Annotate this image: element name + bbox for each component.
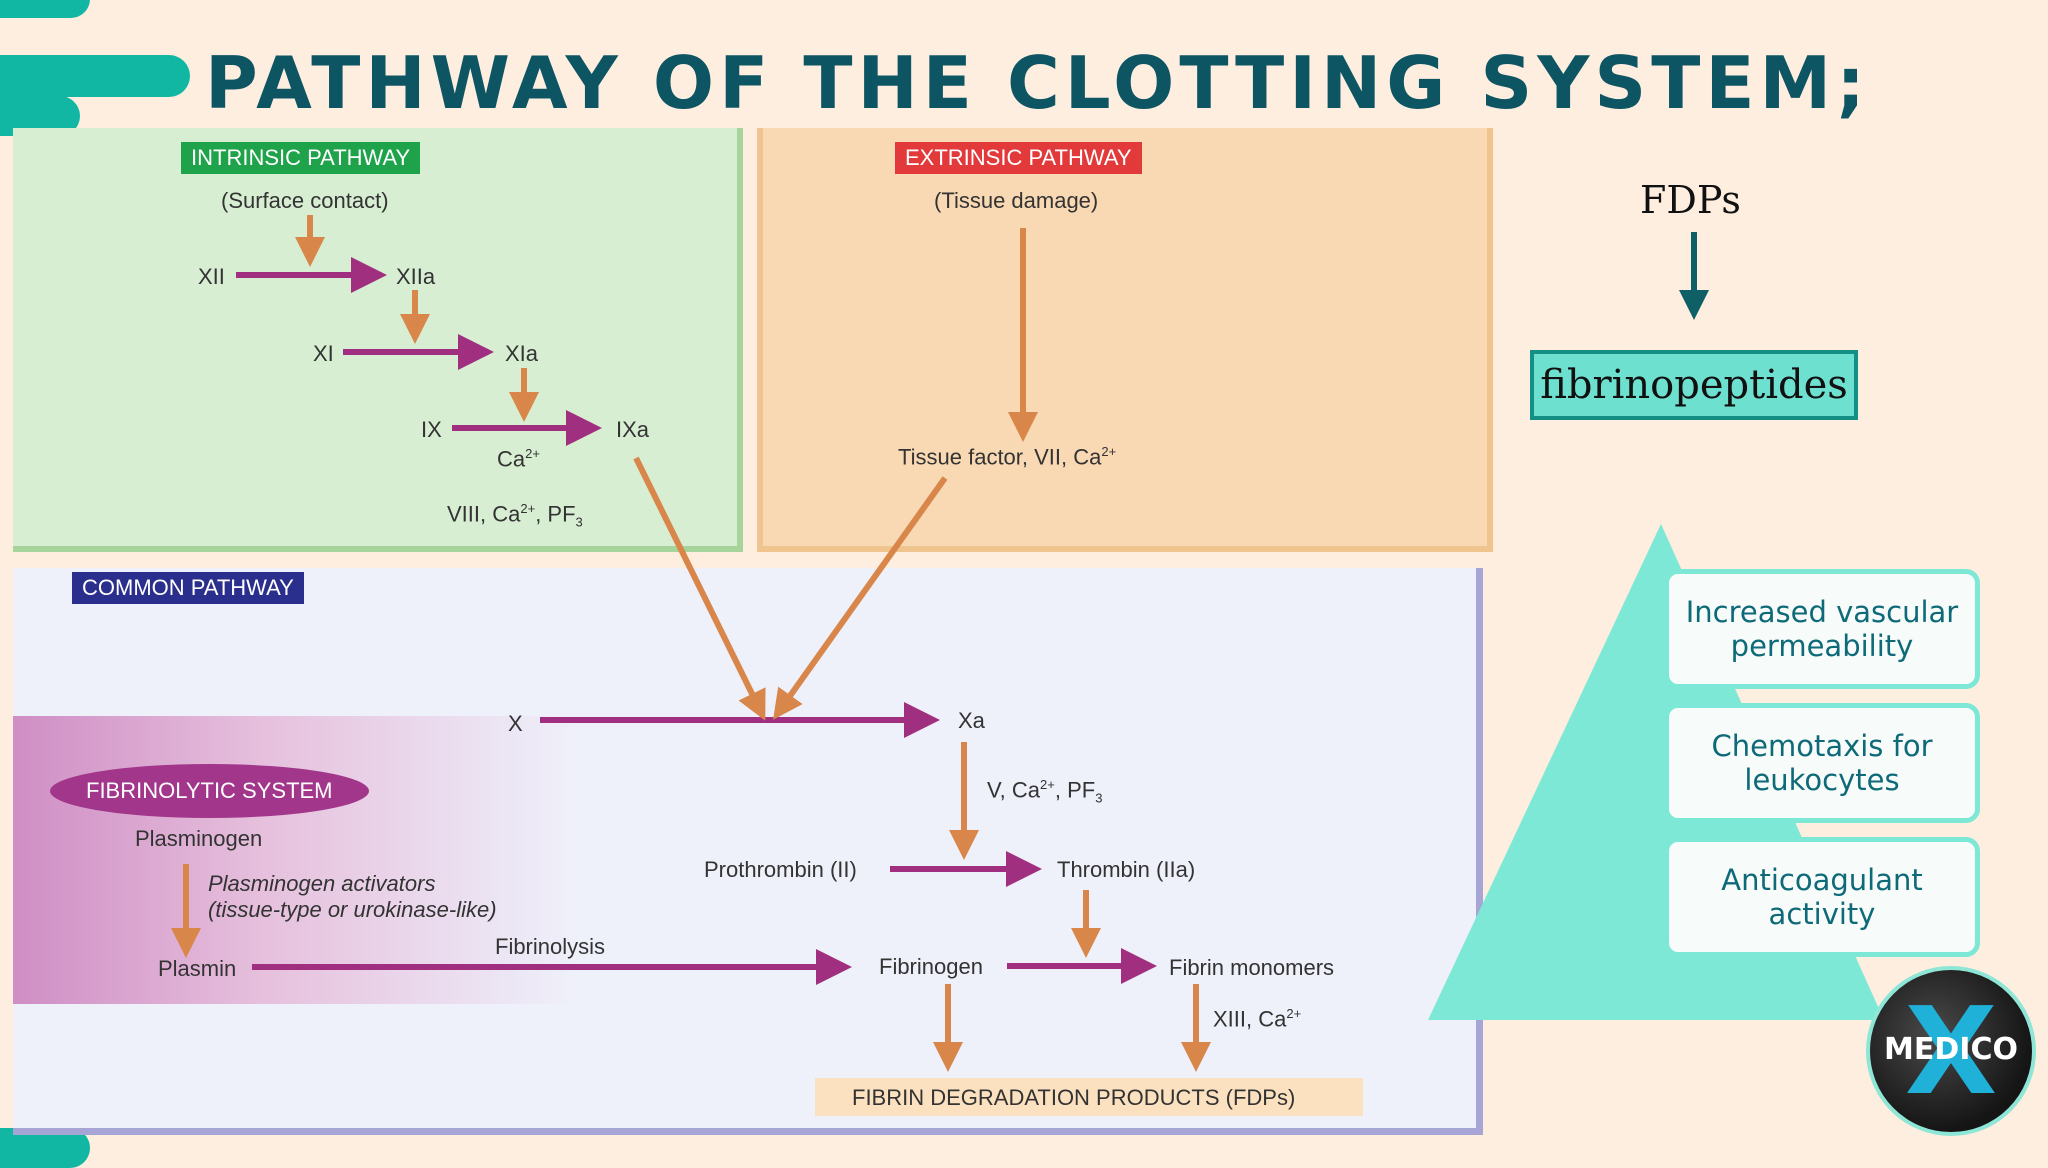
logo-text: MEDICO — [1884, 1032, 2018, 1067]
fdp-label: FIBRIN DEGRADATION PRODUCTS (FDPs) — [852, 1085, 1296, 1110]
plasmin-label: Plasmin — [158, 956, 237, 981]
factor-x: X — [508, 711, 523, 736]
factor-xi: XI — [313, 341, 334, 366]
fibrinolysis-label: Fibrinolysis — [495, 934, 606, 959]
extrinsic-factors: Tissue factor, VII, Ca2+ — [898, 444, 1116, 470]
factor-xa: Xa — [958, 708, 985, 733]
factor-xiia: XIIa — [396, 264, 436, 289]
pf-subscript: 3 — [575, 514, 583, 530]
thrombin-label: Thrombin (IIa) — [1057, 857, 1196, 882]
factor-ix: IX — [421, 417, 442, 442]
factor-xii: XII — [198, 264, 225, 289]
intrinsic-cofactors: VIII, Ca2+, PF3 — [447, 501, 583, 530]
extrinsic-pathway-tag: EXTRINSIC PATHWAY — [895, 142, 1142, 174]
ca-superscript: 2+ — [520, 501, 536, 516]
fibrin-monomers-label: Fibrin monomers — [1169, 955, 1335, 980]
factor-ixa: IXa — [616, 417, 650, 442]
effect-card-chemotaxis: Chemotaxis for leukocytes — [1664, 703, 1980, 823]
factor-xia: XIa — [505, 341, 539, 366]
ca-superscript: 2+ — [1040, 777, 1055, 792]
ca-text: Ca — [497, 446, 526, 472]
extrinsic-pathway-panel — [757, 128, 1493, 552]
page-title: PATHWAY OF THE CLOTTING SYSTEM; — [205, 41, 1870, 125]
ix-calcium-cofactor: Ca2+ — [497, 446, 540, 472]
plasminogen-activators-label: Plasminogen activators — [208, 871, 436, 896]
pf-text: , PF — [1054, 777, 1096, 803]
intrinsic-pathway-panel — [13, 128, 743, 552]
surface-contact-label: (Surface contact) — [221, 188, 389, 213]
decor-pill-top — [0, 0, 90, 18]
v-ca-text: V, Ca — [987, 777, 1041, 803]
pf-subscript: 3 — [1095, 790, 1103, 806]
fibrinogen-label: Fibrinogen — [879, 954, 983, 979]
tissue-damage-label: (Tissue damage) — [934, 188, 1099, 213]
intrinsic-pathway-tag: INTRINSIC PATHWAY — [181, 142, 421, 174]
fibrinolytic-system-tag: FIBRINOLYTIC SYSTEM — [50, 764, 369, 818]
tissue-factor-text: Tissue factor, VII, Ca — [898, 444, 1102, 470]
arrow-ixa-x — [633, 456, 766, 721]
xiii-ca-text: XIII, Ca — [1213, 1006, 1287, 1032]
xiii-cofactor: XIII, Ca2+ — [1213, 1006, 1301, 1032]
plasminogen-label: Plasminogen — [135, 826, 263, 851]
activator-types-label: (tissue-type or urokinase-like) — [208, 897, 497, 922]
effect-card-permeability: Increased vascular permeability — [1664, 569, 1980, 689]
common-pathway-tag: COMMON PATHWAY — [72, 572, 304, 604]
ca-superscript: 2+ — [525, 446, 540, 461]
prothrombin-label: Prothrombin (II) — [704, 857, 857, 882]
fdp-box — [815, 1078, 1363, 1116]
fdps-heading: FDPs — [1640, 178, 1741, 222]
logo-x-mark: X — [1904, 983, 1998, 1122]
viii-ca-text: VIII, Ca — [447, 501, 521, 527]
medico-logo: X MEDICO — [1866, 966, 2036, 1136]
ca-superscript: 2+ — [1101, 444, 1117, 459]
fibrinolytic-panel — [13, 716, 573, 1004]
fibrinopeptides-box: fibrinopeptides — [1530, 350, 1858, 420]
ca-superscript: 2+ — [1286, 1006, 1302, 1021]
arrow-extrinsic-x — [773, 476, 948, 720]
decor-pill-title-1 — [0, 55, 190, 97]
common-cofactors: V, Ca2+, PF3 — [987, 777, 1102, 806]
effect-card-anticoagulant: Anticoagulant activity — [1664, 837, 1980, 957]
pf-text: , PF — [535, 501, 576, 527]
